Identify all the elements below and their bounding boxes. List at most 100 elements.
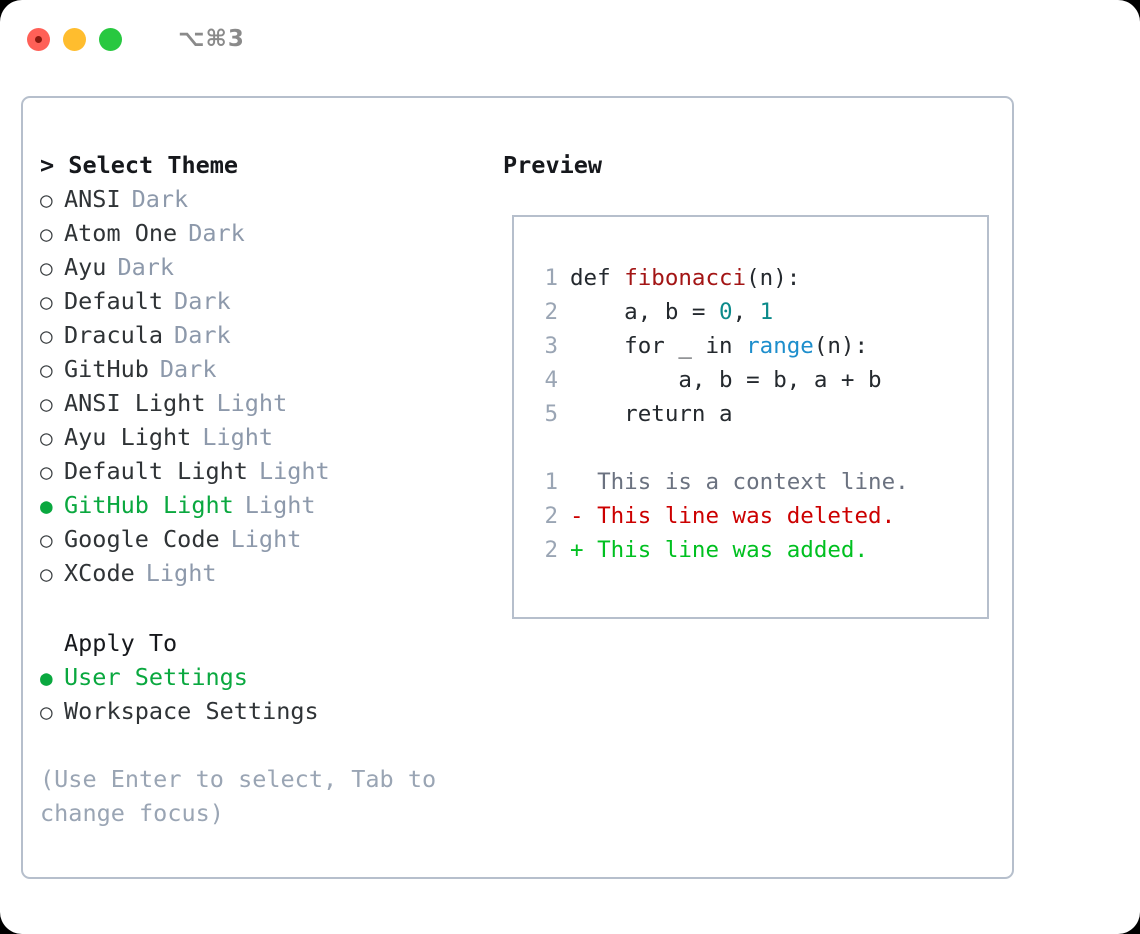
code-token-plain: a, b = [570, 299, 720, 325]
radio-selected-icon: ● [40, 494, 53, 518]
code-line-content: return a [570, 397, 732, 431]
spacer-bullet: ○ [40, 627, 64, 661]
select-theme-heading: > Select Theme [40, 151, 239, 179]
diff-spacer [532, 431, 987, 465]
line-number: 1 [544, 469, 558, 495]
radio-empty-icon: ○ [40, 562, 53, 586]
code-token-num: 0 [719, 299, 733, 325]
radio-empty-icon: ○ [40, 324, 53, 348]
theme-option-label: Ayu Light [64, 423, 192, 451]
preview-heading: Preview [503, 151, 603, 179]
theme-option-default[interactable]: ○ Default Dark [40, 284, 501, 318]
line-number: 2 [544, 503, 558, 529]
apply-to-option-workspace-settings[interactable]: ○Workspace Settings [40, 694, 501, 728]
code-token-plain: (n): [746, 265, 801, 291]
theme-option-label: GitHub Light [64, 491, 234, 519]
theme-option-label: ANSI Light [64, 389, 206, 417]
diff-sample: 1 This is a context line.2- This line wa… [532, 465, 987, 567]
diff-line-text: This is a context line. [597, 469, 909, 495]
line-number: 2 [544, 537, 558, 563]
theme-category-label: Light [202, 423, 274, 451]
theme-option-github[interactable]: ○ GitHub Dark [40, 352, 501, 386]
theme-category-label: Dark [188, 219, 245, 247]
keyboard-shortcut-label: ⌥⌘3 [178, 26, 245, 52]
radio-selected-icon: ● [40, 666, 53, 690]
code-line-content: a, b = 0, 1 [570, 295, 773, 329]
apply-to-heading: Apply To [64, 629, 178, 657]
theme-option-label: Atom One [64, 219, 178, 247]
radio-empty-icon: ○ [40, 392, 53, 416]
theme-category-label: Dark [174, 321, 231, 349]
code-token-fn: fibonacci [624, 265, 747, 291]
line-number: 3 [544, 333, 558, 359]
diff-line-deleted: 2- This line was deleted. [532, 499, 987, 533]
apply-to-option-label: User Settings [64, 663, 248, 691]
theme-option-dracula[interactable]: ○ Dracula Dark [40, 318, 501, 352]
code-token-plain: (n): [813, 333, 869, 359]
theme-option-github-light[interactable]: ● GitHub Light Light [40, 488, 501, 522]
diff-line-text: This line was added. [597, 537, 869, 563]
theme-category-label: Dark [131, 185, 189, 213]
line-number: 2 [544, 299, 558, 325]
diff-marker: + [570, 537, 598, 563]
theme-option-label: Dracula [64, 321, 164, 349]
close-button[interactable] [27, 27, 50, 51]
theme-option-ansi-light[interactable]: ○ ANSI Light Light [40, 386, 501, 420]
diff-line-context: 1 This is a context line. [532, 465, 987, 499]
diff-marker [570, 465, 597, 499]
code-line: 4 a, b = b, a + b [532, 363, 987, 397]
radio-empty-icon: ○ [40, 358, 53, 382]
theme-category-label: Dark [174, 287, 231, 315]
theme-option-label: XCode [64, 559, 135, 587]
minimize-button[interactable] [63, 27, 86, 51]
code-token-num: 1 [759, 299, 774, 325]
diff-line-added: 2 + This line was added. [532, 533, 987, 567]
code-line: 5 return a [532, 397, 987, 431]
apply-to-heading-row: ○ Apply To [40, 626, 501, 660]
maximize-button[interactable] [99, 27, 122, 51]
radio-empty-icon: ○ [40, 460, 53, 484]
theme-option-google-code[interactable]: ○ Google Code Light [40, 522, 501, 556]
theme-option-ayu-light[interactable]: ○ Ayu Light Light [40, 420, 501, 454]
theme-category-label: Dark [117, 253, 175, 281]
code-line: 2 a, b = 0, 1 [532, 295, 987, 329]
radio-empty-icon: ○ [40, 700, 53, 724]
theme-option-xcode[interactable]: ○ XCode Light [40, 556, 501, 590]
apply-to-option-user-settings[interactable]: ● User Settings [40, 660, 501, 694]
theme-category-label: Light [230, 525, 302, 553]
keyboard-hint: (Use Enter to select, Tab to change focu… [40, 765, 437, 827]
radio-empty-icon: ○ [40, 528, 53, 552]
code-token-plain: , [732, 299, 760, 325]
theme-category-label: Light [145, 559, 217, 587]
radio-empty-icon: ○ [40, 290, 53, 314]
code-line-content: for _ in range(n): [570, 329, 868, 363]
code-token-call: range [746, 333, 814, 359]
theme-option-label: GitHub [64, 355, 149, 383]
theme-option-label: Default [64, 287, 164, 315]
radio-empty-icon: ○ [40, 256, 53, 280]
theme-category-label: Light [244, 491, 316, 519]
code-line-content: a, b = b, a + b [570, 363, 882, 397]
code-token-plain: for _ in [570, 333, 747, 359]
window-controls [27, 27, 122, 51]
radio-empty-icon: ○ [40, 426, 53, 450]
theme-option-label: Google Code [64, 525, 220, 553]
code-token-plain: a, b = b, a + b [570, 367, 882, 393]
apply-to-options[interactable]: ● User Settings ○Workspace Settings [40, 660, 501, 728]
diff-line-text: This line was deleted. [597, 503, 896, 529]
code-line: 3 for _ in range(n): [532, 329, 987, 363]
theme-category-label: Light [216, 389, 288, 417]
line-number: 5 [544, 401, 558, 427]
title-bar: ⌥⌘3 [0, 0, 1140, 78]
theme-category-label: Dark [159, 355, 217, 383]
